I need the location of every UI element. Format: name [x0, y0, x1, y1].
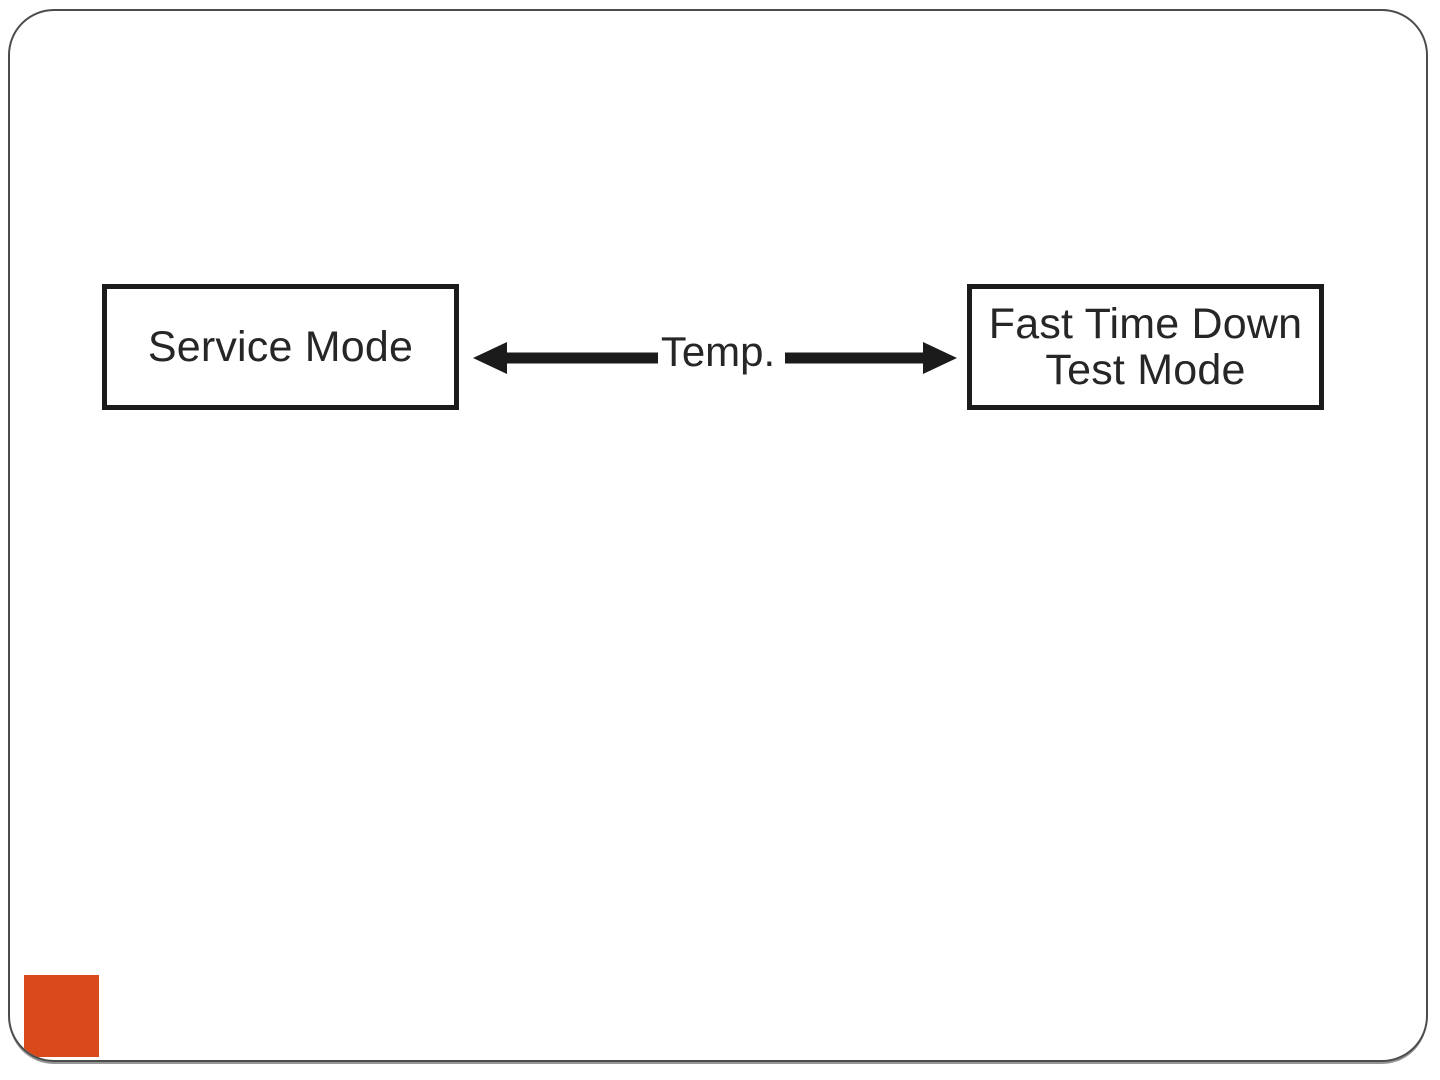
node-service-mode[interactable]: Service Mode	[102, 284, 459, 410]
orange-square-marker	[24, 975, 99, 1057]
slide-frame: Service Mode Temp. Fast Time Down Test M…	[8, 9, 1428, 1062]
double-headed-arrow-icon	[473, 342, 957, 374]
node-fast-time-down-test-mode[interactable]: Fast Time Down Test Mode	[967, 284, 1324, 410]
connector-temp-label: Temp.	[660, 328, 776, 375]
connector-temp[interactable]: Temp.	[459, 311, 971, 406]
flow-diagram: Service Mode Temp. Fast Time Down Test M…	[10, 11, 1426, 1060]
node-service-mode-label: Service Mode	[147, 323, 414, 371]
node-fast-time-down-test-mode-label: Fast Time Down Test Mode	[988, 300, 1303, 394]
orange-square-icon	[24, 975, 99, 1057]
